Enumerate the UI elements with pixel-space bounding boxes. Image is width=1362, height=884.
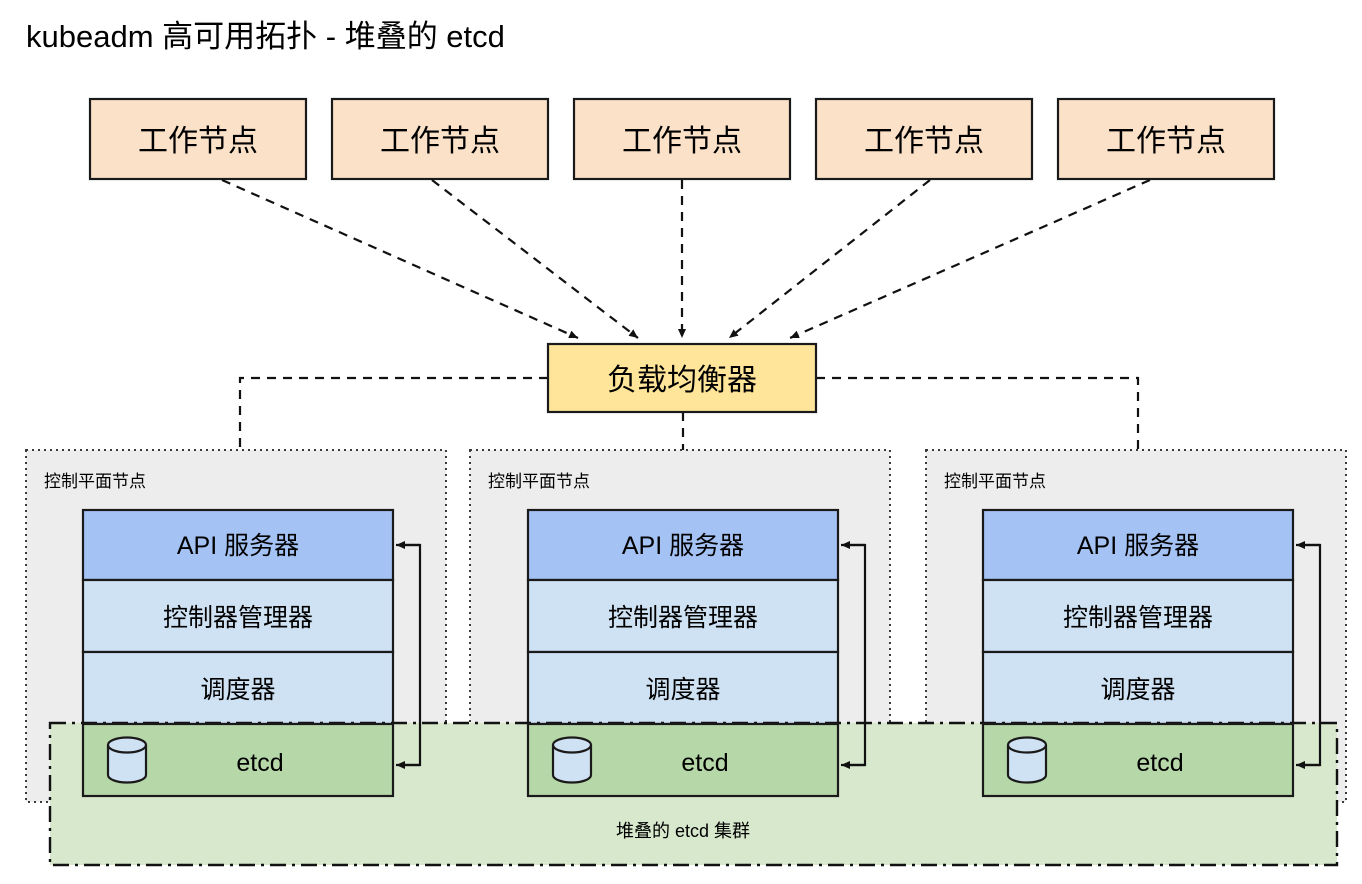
database-cylinder-icon xyxy=(551,736,593,784)
apiserver-label: API 服务器 xyxy=(177,532,299,560)
load-balancer-label: 负载均衡器 xyxy=(607,364,757,397)
controller-manager-label: 控制器管理器 xyxy=(1063,604,1213,632)
apiserver-box-3[interactable]: API 服务器 xyxy=(981,508,1295,582)
etcd-box-2[interactable]: etcd xyxy=(526,722,840,798)
worker-node-5[interactable]: 工作节点 xyxy=(1056,97,1276,181)
worker-node-4[interactable]: 工作节点 xyxy=(814,97,1034,181)
controller-manager-label: 控制器管理器 xyxy=(608,604,758,632)
worker-node-label: 工作节点 xyxy=(1106,125,1226,158)
etcd-cluster-caption: 堆叠的 etcd 集群 xyxy=(616,821,750,841)
apiserver-label: API 服务器 xyxy=(622,532,744,560)
worker-node-label: 工作节点 xyxy=(622,125,742,158)
scheduler-label: 调度器 xyxy=(1100,676,1175,704)
worker-node-1[interactable]: 工作节点 xyxy=(88,97,308,181)
worker-node-label: 工作节点 xyxy=(864,125,984,158)
page-title: kubeadm 高可用拓扑 - 堆叠的 etcd xyxy=(26,19,505,54)
etcd-box-3[interactable]: etcd xyxy=(981,722,1295,798)
scheduler-label: 调度器 xyxy=(200,676,275,704)
controller-manager-label: 控制器管理器 xyxy=(163,604,313,632)
control-plane-caption: 控制平面节点 xyxy=(44,472,146,491)
etcd-box-1[interactable]: etcd xyxy=(81,722,395,798)
connector-worker1-to-lb xyxy=(221,178,579,340)
apiserver-etcd-loop-connectors xyxy=(396,541,1322,769)
scheduler-label: 调度器 xyxy=(645,676,720,704)
worker-node-label: 工作节点 xyxy=(380,125,500,158)
etcd-label: etcd xyxy=(681,749,728,777)
scheduler-box-3[interactable]: 调度器 xyxy=(981,650,1295,726)
worker-node-label: 工作节点 xyxy=(138,125,258,158)
connector-worker5-to-lb xyxy=(789,178,1151,340)
worker-node-3[interactable]: 工作节点 xyxy=(572,97,792,181)
etcd-label: etcd xyxy=(1136,749,1183,777)
worker-node-group: 工作节点 工作节点 工作节点 工作节点 工作节点 xyxy=(88,97,1276,181)
control-plane-caption: 控制平面节点 xyxy=(944,472,1046,491)
apiserver-box-1[interactable]: API 服务器 xyxy=(81,508,395,582)
etcd-label: etcd xyxy=(236,749,283,777)
apiserver-box-2[interactable]: API 服务器 xyxy=(526,508,840,582)
connector-worker2-to-lb xyxy=(431,179,639,339)
controller-manager-box-3[interactable]: 控制器管理器 xyxy=(981,578,1295,654)
apiserver-label: API 服务器 xyxy=(1077,532,1199,560)
load-balancer-node[interactable]: 负载均衡器 xyxy=(546,342,818,414)
connector-worker4-to-lb xyxy=(728,179,931,339)
scheduler-box-1[interactable]: 调度器 xyxy=(81,650,395,726)
controller-manager-box-1[interactable]: 控制器管理器 xyxy=(81,578,395,654)
worker-to-loadbalancer-connectors xyxy=(221,178,1151,340)
controller-manager-box-2[interactable]: 控制器管理器 xyxy=(526,578,840,654)
database-cylinder-icon xyxy=(106,736,148,784)
database-cylinder-icon xyxy=(1006,736,1048,784)
control-plane-caption: 控制平面节点 xyxy=(488,472,590,491)
worker-node-2[interactable]: 工作节点 xyxy=(330,97,550,181)
scheduler-box-2[interactable]: 调度器 xyxy=(526,650,840,726)
